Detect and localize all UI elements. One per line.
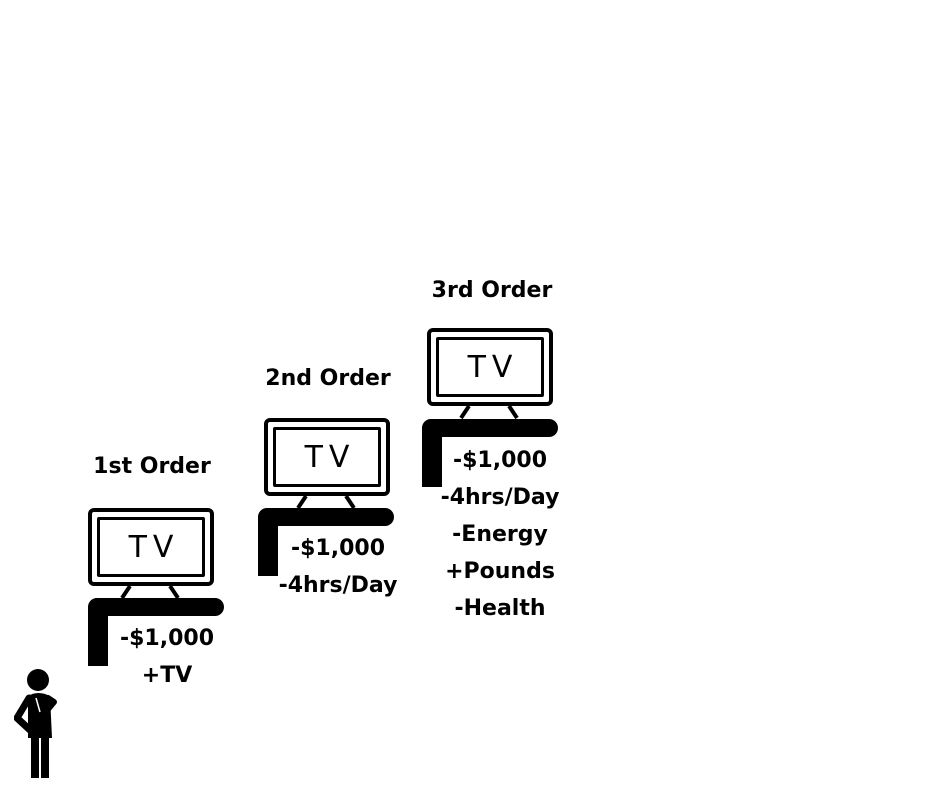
tv-label: TV [467,349,519,385]
tv-label: TV [128,529,180,565]
effects-list: -$1,000 -4hrs/Day [268,530,408,604]
effect-item: -$1,000 [452,448,548,473]
effect-item: -Energy [452,522,548,547]
effect-item: -Health [454,596,546,621]
tv-label: TV [304,439,356,475]
tv-icon: TV [88,508,214,586]
effect-item: -$1,000 [119,626,215,651]
effect-item: +TV [141,663,193,688]
order-title: 1st Order [93,454,211,479]
effects-list: -$1,000 +TV [112,620,222,694]
tv-stand-icon [296,494,356,510]
tv-stand-icon [120,584,180,600]
effect-item: -4hrs/Day [278,573,398,598]
person-icon [14,669,57,778]
order-title: 2nd Order [265,366,391,391]
tv-stand-icon [459,404,519,420]
effects-list: -$1,000 -4hrs/Day -Energy +Pounds -Healt… [430,442,570,627]
effect-item: -4hrs/Day [440,485,560,510]
tv-icon: TV [264,418,390,496]
effect-item: +Pounds [445,559,555,584]
tv-icon: TV [427,328,553,406]
effect-item: -$1,000 [290,536,386,561]
order-title: 3rd Order [431,278,553,303]
